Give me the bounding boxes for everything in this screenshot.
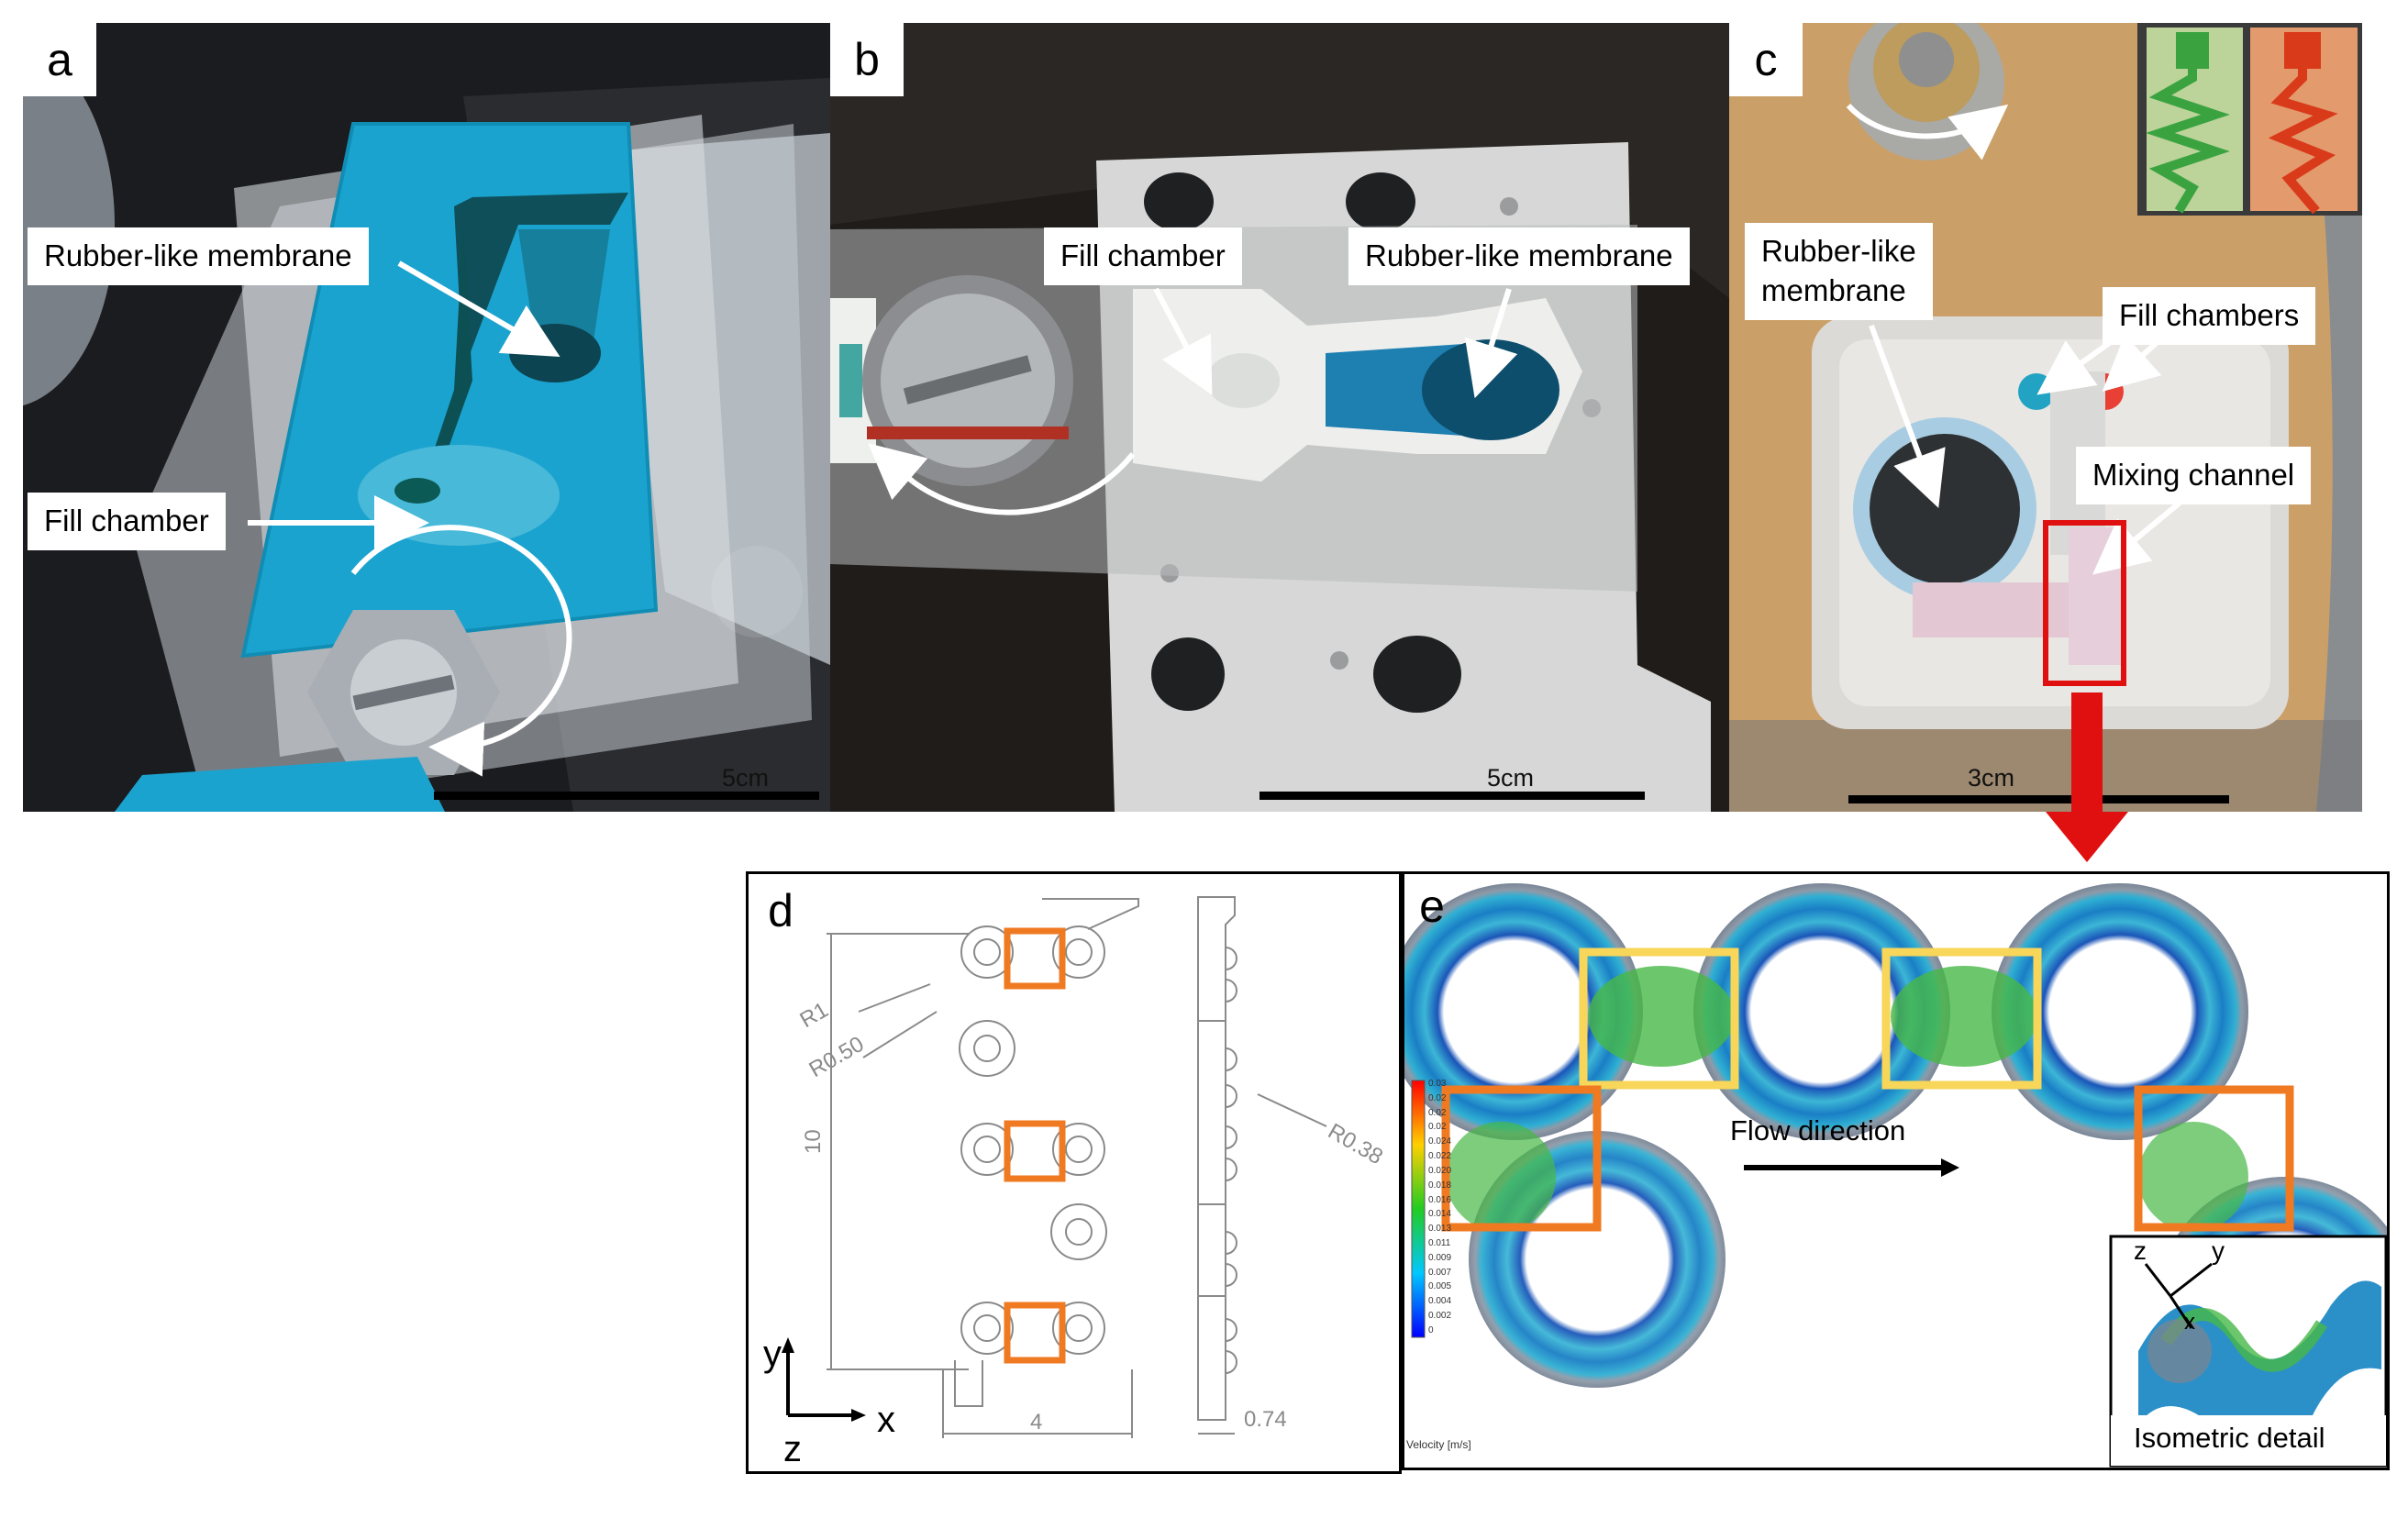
dim-4: 4	[1030, 1410, 1042, 1435]
dim-r038: R0.38	[1324, 1119, 1387, 1169]
legend-tick: 0.02	[1428, 1122, 1447, 1133]
legend-tick: 0.002	[1428, 1311, 1452, 1321]
legend-tick: 0.013	[1428, 1224, 1452, 1235]
panel-a-photo	[23, 23, 830, 812]
label-mixing-channel: Mixing channel	[2076, 447, 2312, 504]
label-rubber-membrane: Rubber-like membrane	[1745, 223, 1933, 320]
dim-r050: R0.50	[805, 1032, 869, 1082]
inset-axis-x: x	[2184, 1310, 2195, 1335]
panel-b: b Fill chamber Rubber-like membrane 5cm	[830, 23, 1729, 812]
legend-tick: 0.007	[1428, 1267, 1452, 1278]
panel-letter: c	[1729, 23, 1803, 96]
legend-tick: 0.011	[1428, 1237, 1451, 1248]
legend-tick: 0.005	[1428, 1281, 1452, 1292]
dim-r1: R1	[796, 997, 833, 1033]
legend-tick: 0.014	[1428, 1209, 1452, 1220]
scale-bar	[1848, 795, 2229, 803]
label-rubber-membrane: Rubber-like membrane	[1348, 227, 1690, 285]
label-rubber-membrane: Rubber-like membrane	[28, 227, 369, 285]
scale-label: 5cm	[1487, 764, 1535, 792]
panel-b-photo	[830, 23, 1729, 812]
velocity-legend: 0.03 0.02 0.02 0.02 0.024 0.022 0.020 0.…	[1428, 1079, 1465, 1345]
axis-z-label: z	[783, 1429, 802, 1469]
panel-letter: d	[758, 883, 804, 938]
label-fill-chambers: Fill chambers	[2103, 287, 2316, 345]
panel-d-drawing: R1 R0.50 10 4 R0.38 0.74 y x z	[763, 896, 1387, 1469]
panel-letter: e	[1419, 881, 1445, 932]
inset-axis-z: z	[2134, 1236, 2147, 1265]
legend-tick: 0.02	[1428, 1092, 1447, 1103]
scale-label: 5cm	[722, 764, 770, 792]
legend-tick: 0.02	[1428, 1107, 1447, 1118]
legend-tick: 0.018	[1428, 1180, 1452, 1191]
label-fill-chamber: Fill chamber	[28, 493, 226, 550]
legend-tick: 0	[1428, 1324, 1434, 1335]
legend-tick: 0.022	[1428, 1151, 1452, 1162]
legend-tick: 0.004	[1428, 1296, 1452, 1307]
panel-e: e Flow direction 0.03 0.02 0.02 0.02 0.0…	[1402, 871, 2390, 1470]
panel-letter: b	[830, 23, 904, 96]
legend-tick: 0.024	[1428, 1136, 1452, 1147]
axis-x-label: x	[877, 1400, 895, 1440]
axis-y-label: y	[763, 1334, 782, 1374]
inset-axis-y: y	[2212, 1236, 2225, 1265]
inset-caption: Isometric detail	[2134, 1422, 2325, 1454]
label-fill-chamber: Fill chamber	[1044, 227, 1242, 285]
scale-bar	[1259, 792, 1645, 800]
legend-tick: 0.020	[1428, 1165, 1452, 1176]
scale-bar	[434, 792, 819, 800]
red-pointer-arrow	[2046, 692, 2128, 862]
legend-tick: 0.016	[1428, 1194, 1452, 1205]
panel-d: R1 R0.50 10 4 R0.38 0.74 y x z d	[746, 871, 1402, 1474]
scale-label: 3cm	[1968, 764, 2015, 792]
legend-tick: 0.03	[1428, 1079, 1447, 1089]
panel-c: c Rubber-like membrane Fill chambers Mix…	[1729, 23, 2362, 812]
panel-letter: a	[23, 23, 96, 96]
legend-ticks: 0.03 0.02 0.02 0.02 0.024 0.022 0.020 0.…	[1428, 1079, 1465, 1335]
dim-074: 0.74	[1244, 1407, 1287, 1432]
flow-direction-label: Flow direction	[1730, 1114, 1906, 1147]
legend-tick: 0.009	[1428, 1252, 1452, 1263]
panel-e-simulation	[1404, 883, 2387, 1468]
legend-title: Velocity [m/s]	[1406, 1438, 1471, 1451]
panel-a: a Rubber-like membrane Fill chamber 5cm	[23, 23, 830, 812]
dim-10: 10	[801, 1129, 826, 1154]
